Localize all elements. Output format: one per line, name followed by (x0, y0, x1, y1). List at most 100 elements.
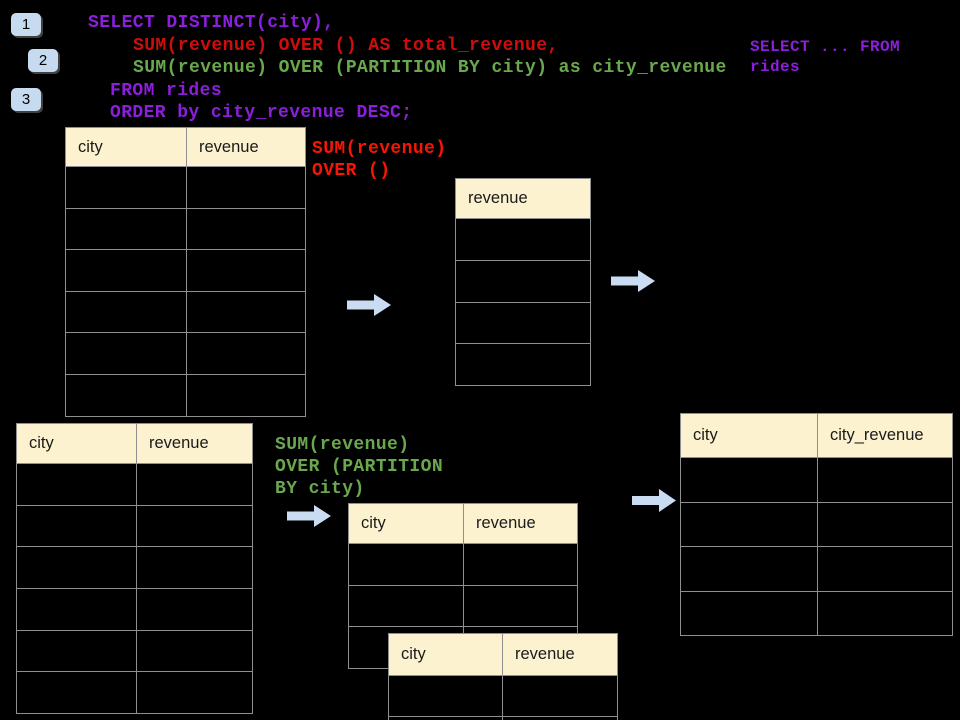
empty-cell (388, 675, 503, 717)
table-row (16, 671, 253, 714)
empty-cell (65, 373, 187, 417)
arrow-right-icon (347, 293, 392, 317)
table-row (455, 343, 591, 386)
empty-cell (348, 584, 464, 628)
table-row (16, 587, 253, 631)
empty-cell (136, 671, 253, 714)
column-header-city: city (680, 413, 818, 458)
table-row (65, 373, 306, 417)
code-line: FROM rides (110, 80, 223, 101)
empty-cell (680, 457, 818, 503)
empty-cell (65, 249, 187, 292)
empty-cell (455, 343, 591, 386)
table-row (65, 166, 306, 209)
empty-cell (680, 590, 818, 636)
table-row (65, 207, 306, 251)
code-line: SUM(revenue) (312, 139, 447, 159)
table-row (348, 543, 578, 586)
empty-cell (16, 629, 137, 673)
code-line: BY city) (275, 479, 365, 499)
column-header-city: city (388, 633, 503, 676)
table-row (16, 504, 253, 548)
table-total-revenue: revenue (455, 178, 591, 386)
empty-cell (455, 301, 591, 345)
empty-cell (817, 546, 953, 592)
code-line: SUM(revenue) OVER () AS total_revenue, (133, 35, 559, 56)
code-line: SUM(revenue) OVER (PARTITION BY city) as… (133, 58, 727, 79)
empty-cell (817, 590, 953, 636)
empty-cell (65, 207, 187, 251)
column-header-revenue: revenue (136, 423, 253, 464)
empty-cell (186, 373, 306, 417)
step-badge-2: 2 (28, 49, 58, 72)
empty-cell (186, 249, 306, 292)
empty-cell (817, 501, 953, 547)
column-header-revenue: revenue (186, 127, 306, 167)
table-row (16, 629, 253, 673)
empty-cell (65, 290, 187, 334)
code-line: OVER () (312, 161, 391, 181)
empty-cell (16, 546, 137, 589)
empty-cell (817, 457, 953, 503)
empty-cell (65, 332, 187, 375)
empty-cell (136, 463, 253, 506)
empty-cell (136, 546, 253, 589)
column-header-revenue: revenue (455, 178, 591, 219)
column-header-city: city (16, 423, 137, 464)
empty-cell (65, 166, 187, 209)
column-header-city_revenue: city_revenue (817, 413, 953, 458)
empty-cell (136, 629, 253, 673)
table-row (680, 546, 953, 592)
empty-cell (186, 207, 306, 251)
table-row (65, 332, 306, 375)
column-header-city: city (65, 127, 187, 167)
empty-cell (136, 504, 253, 548)
empty-cell (186, 166, 306, 209)
empty-cell (463, 543, 578, 586)
empty-cell (16, 671, 137, 714)
column-header-city: city (348, 503, 464, 544)
code-line: SELECT ... FROM (750, 38, 901, 56)
table-row (455, 259, 591, 303)
empty-cell (16, 587, 137, 631)
empty-cell (502, 716, 618, 720)
empty-cell (463, 584, 578, 628)
step-badge-3: 3 (11, 88, 41, 111)
empty-cell (455, 218, 591, 261)
step-badge-1: 1 (11, 13, 41, 36)
empty-cell (348, 543, 464, 586)
empty-cell (186, 290, 306, 334)
table-row (16, 546, 253, 589)
empty-cell (502, 675, 618, 717)
table-row (680, 590, 953, 636)
sql-code-block: SELECT DISTINCT(city),SUM(revenue) OVER … (88, 12, 727, 125)
code-line: OVER (PARTITION (275, 457, 444, 477)
table-row (65, 249, 306, 292)
header-row: revenue (455, 178, 591, 219)
arrow-right-icon (632, 488, 677, 513)
empty-cell (680, 501, 818, 547)
table-row (388, 675, 618, 717)
table-row (16, 463, 253, 506)
empty-cell (16, 504, 137, 548)
side-code-block: SELECT ... FROM rides (750, 37, 900, 77)
empty-cell (680, 546, 818, 592)
arrow-right-icon (611, 269, 656, 293)
table-row (680, 501, 953, 547)
table-row (348, 584, 578, 628)
column-header-revenue: revenue (502, 633, 618, 676)
empty-cell (136, 587, 253, 631)
table-row (388, 716, 618, 720)
code-line: rides (750, 58, 801, 76)
table-row (455, 218, 591, 261)
